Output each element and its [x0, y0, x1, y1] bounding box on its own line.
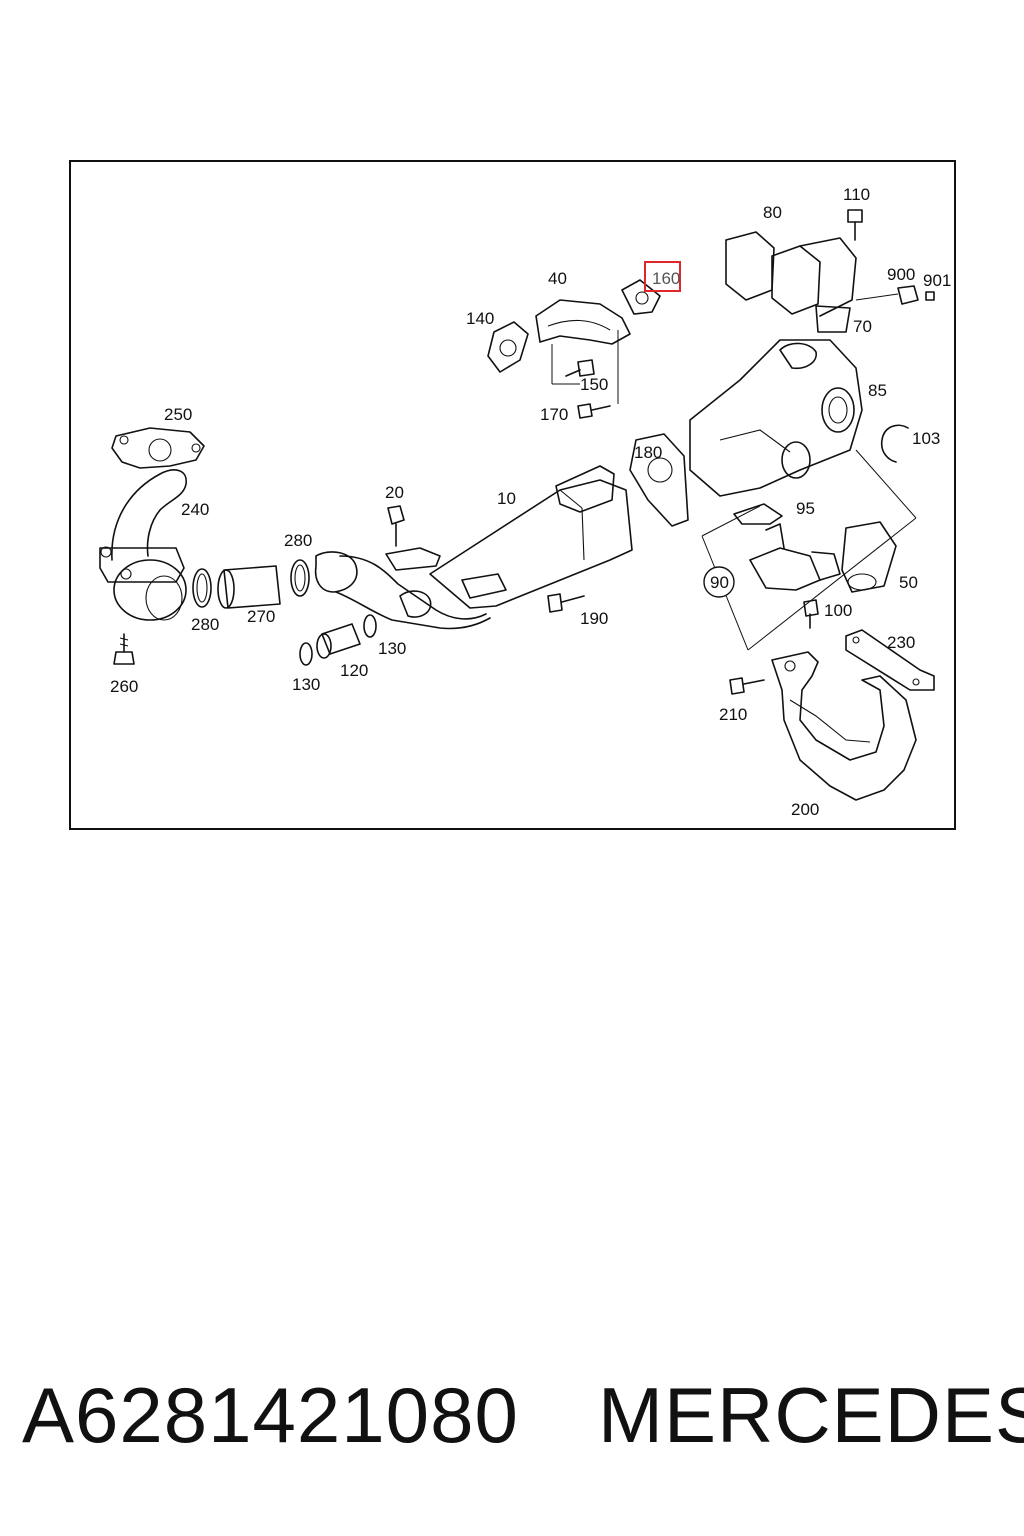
callout-260: 260 [110, 677, 138, 696]
callout-10: 10 [497, 489, 516, 508]
callout-80: 80 [763, 203, 782, 222]
callout-95: 95 [796, 499, 815, 518]
part-190-bolt [547, 593, 585, 613]
part-240-elbow [99, 469, 187, 621]
part-10-egr-cooler [314, 465, 633, 630]
callout-103: 103 [912, 429, 940, 448]
part-90-egr-valve-group [701, 449, 917, 651]
part-103-clip [880, 424, 909, 463]
callout-150: 150 [580, 375, 608, 394]
callout-85: 85 [868, 381, 887, 400]
callout-160: 160 [652, 269, 680, 288]
callout-90: 90 [710, 573, 729, 592]
footer: A6281421080 MERCEDES [0, 1370, 1024, 1470]
callout-190: 190 [580, 609, 608, 628]
part-150-170-bolts [565, 330, 619, 419]
callout-170: 170 [540, 405, 568, 424]
callout-200: 200 [791, 800, 819, 819]
callout-140: 140 [466, 309, 494, 328]
callout-70: 70 [853, 317, 872, 336]
diagram-frame [69, 160, 956, 830]
part-85-housing [689, 339, 863, 497]
callout-160-highlight: 160 [644, 261, 681, 292]
callout-900: 900 [887, 265, 915, 284]
part-260-bolt [113, 633, 135, 665]
part-230-bracket [845, 629, 935, 691]
callout-280-left: 280 [191, 615, 219, 634]
part-140-gasket [487, 321, 529, 373]
part-110-bolt [847, 209, 863, 241]
callout-180: 180 [634, 443, 662, 462]
callout-50: 50 [899, 573, 918, 592]
part-250-gasket [111, 427, 205, 469]
part-200-heat-shield [771, 651, 917, 801]
callout-20: 20 [385, 483, 404, 502]
callout-labels: 10 20 40 50 70 80 85 90 95 100 103 110 1… [110, 185, 951, 819]
part-20-bolt [387, 505, 405, 547]
callout-100: 100 [824, 601, 852, 620]
callout-120: 120 [340, 661, 368, 680]
part-80-actuators [725, 231, 857, 333]
callout-130-left: 130 [292, 675, 320, 694]
callout-250: 250 [164, 405, 192, 424]
part-280-orings-270-tube [192, 559, 310, 609]
part-120-pipe-130-rings [299, 614, 377, 666]
part-number: A6281421080 [22, 1371, 519, 1459]
callout-280-top: 280 [284, 531, 312, 550]
part-160-gasket [621, 279, 661, 315]
callout-270: 270 [247, 607, 275, 626]
callout-40: 40 [548, 269, 567, 288]
part-40-pipe [535, 299, 631, 385]
callout-901: 901 [923, 271, 951, 290]
part-180-gasket [629, 433, 689, 527]
callout-130-right: 130 [378, 639, 406, 658]
callout-110: 110 [843, 185, 870, 204]
callout-210: 210 [719, 705, 747, 724]
callout-230: 230 [887, 633, 915, 652]
part-900-901-plug [855, 285, 935, 305]
callout-90-circle: 90 [703, 566, 735, 598]
brand-name: MERCEDES [598, 1371, 1024, 1459]
part-210-bolt [729, 677, 765, 695]
callout-240: 240 [181, 500, 209, 519]
